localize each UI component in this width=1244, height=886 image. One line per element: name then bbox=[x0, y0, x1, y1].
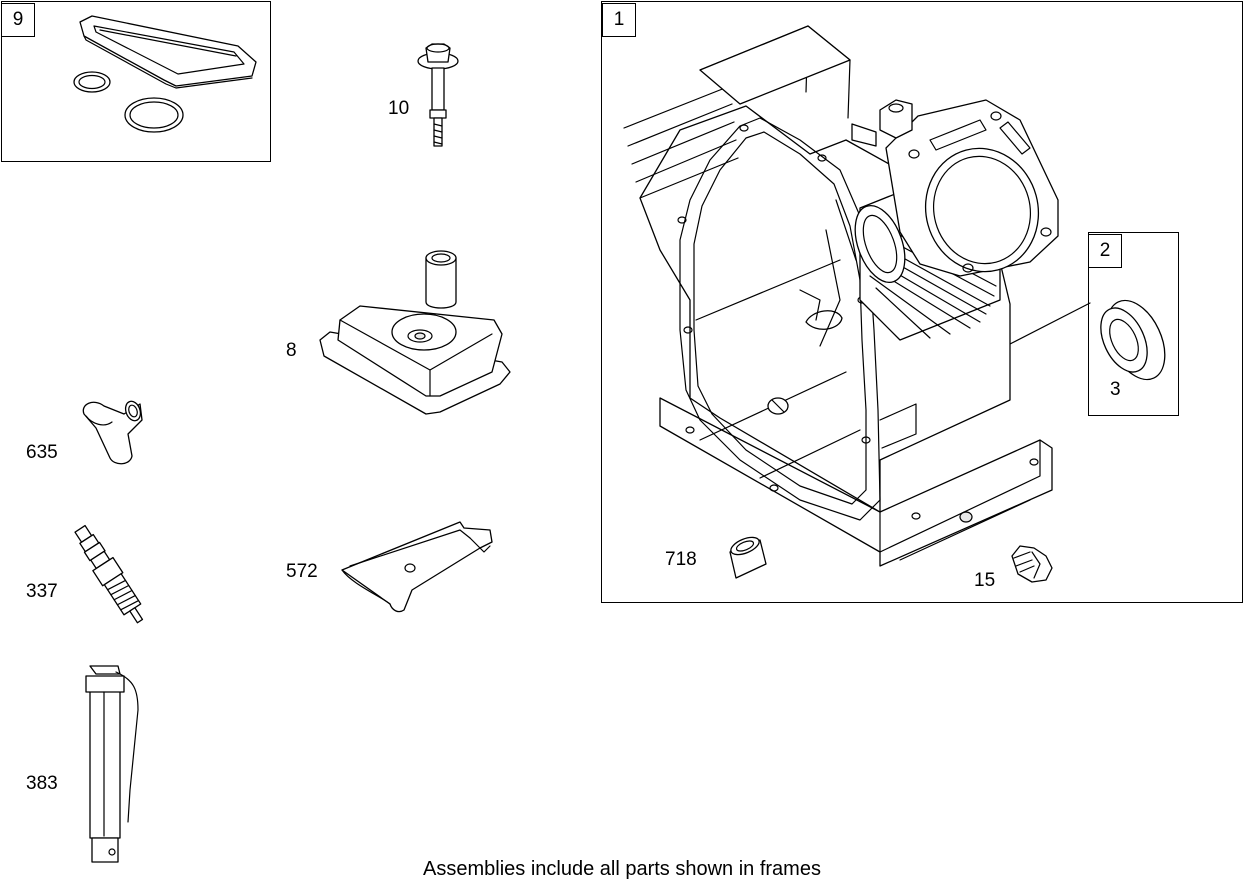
dowel-pin-drawing bbox=[729, 536, 767, 579]
frame-1-tag: 1 bbox=[602, 3, 636, 37]
breather-cover-drawing bbox=[319, 250, 511, 415]
clip-drawing bbox=[341, 521, 493, 613]
frame-2-tag: 2 bbox=[1088, 234, 1122, 268]
leader-line bbox=[1009, 302, 1091, 345]
part-label-635: 635 bbox=[26, 442, 58, 463]
engine-block-drawing bbox=[623, 25, 1059, 567]
footer-note: Assemblies include all parts shown in fr… bbox=[423, 858, 821, 880]
part-label-572: 572 bbox=[286, 561, 318, 582]
part-label-15: 15 bbox=[974, 570, 996, 591]
part-label-8: 8 bbox=[286, 340, 297, 361]
frame-9 bbox=[1, 1, 271, 162]
spark-plug-drawing bbox=[74, 524, 144, 624]
part-label-383: 383 bbox=[26, 773, 58, 794]
bolt-drawing bbox=[417, 43, 459, 147]
pipe-plug-drawing bbox=[1011, 545, 1053, 583]
frame-1 bbox=[601, 1, 1243, 603]
gasket-assembly-drawing bbox=[73, 15, 257, 133]
part-label-337: 337 bbox=[26, 581, 58, 602]
dipstick-tube-drawing bbox=[85, 665, 139, 863]
frame-2 bbox=[1088, 232, 1179, 416]
breather-tube-drawing bbox=[82, 400, 143, 465]
part-label-718: 718 bbox=[665, 549, 697, 570]
part-label-3: 3 bbox=[1110, 379, 1121, 400]
seal-drawing bbox=[1100, 299, 1166, 381]
frame-9-tag: 9 bbox=[1, 3, 35, 37]
part-label-10: 10 bbox=[388, 98, 410, 119]
